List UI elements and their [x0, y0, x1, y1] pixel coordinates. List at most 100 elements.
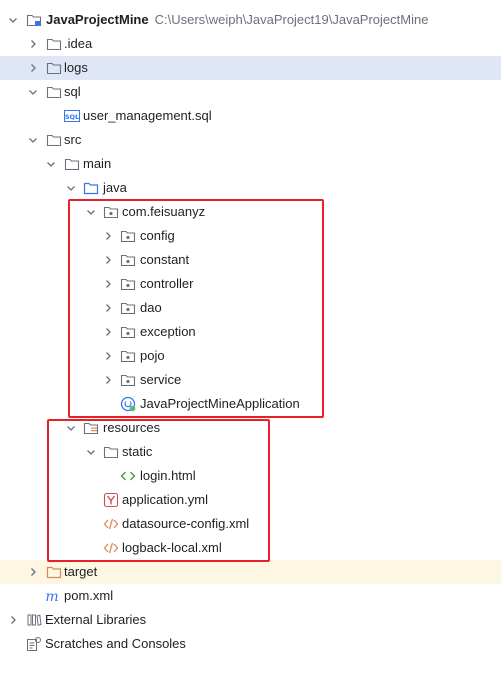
- tree-row-external-libraries[interactable]: External Libraries: [0, 608, 501, 632]
- tree-row-src[interactable]: src: [0, 128, 501, 152]
- tree-row-subpackage[interactable]: service: [0, 368, 501, 392]
- package-icon: [120, 324, 136, 340]
- tree-row-app-class[interactable]: JavaProjectMineApplication: [0, 392, 501, 416]
- tree-label-sql: sql: [64, 84, 81, 99]
- folder-icon: [64, 156, 80, 172]
- tree-label-package: com.feisuanyz: [122, 204, 206, 219]
- tree-row-subpackage[interactable]: dao: [0, 296, 501, 320]
- tree-label-login-html: login.html: [140, 468, 196, 483]
- package-icon: [103, 204, 119, 220]
- package-icon: [120, 372, 136, 388]
- source-folder-icon: [83, 180, 99, 196]
- tree-label-subpackage: controller: [140, 276, 194, 291]
- tree-label-idea: .idea: [64, 36, 93, 51]
- folder-icon: [103, 444, 119, 460]
- chevron-down-icon[interactable]: [64, 176, 78, 200]
- spring-boot-class-icon: [120, 396, 136, 412]
- tree-row-datasource-config[interactable]: datasource-config.xml: [0, 512, 501, 536]
- tree-row-subpackage[interactable]: controller: [0, 272, 501, 296]
- tree-label-subpackage: constant: [140, 252, 190, 267]
- tree-row-static[interactable]: static: [0, 440, 501, 464]
- tree-row-target[interactable]: target: [0, 560, 501, 584]
- yaml-file-icon: [103, 492, 119, 508]
- chevron-down-icon[interactable]: [26, 80, 40, 104]
- chevron-down-icon[interactable]: [26, 128, 40, 152]
- folder-icon: [46, 84, 62, 100]
- tree-row-login-html[interactable]: login.html: [0, 464, 501, 488]
- tree-label-subpackage: config: [140, 228, 175, 243]
- tree-row-sql-file[interactable]: SQL user_management.sql: [0, 104, 501, 128]
- tree-row-pom[interactable]: m pom.xml: [0, 584, 501, 608]
- tree-label-logs: logs: [64, 60, 88, 75]
- tree-label-subpackage: service: [140, 372, 182, 387]
- tree-row-subpackage[interactable]: constant: [0, 248, 501, 272]
- chevron-down-icon[interactable]: [84, 440, 98, 464]
- resources-folder-icon: [83, 420, 99, 436]
- tree-row-sql[interactable]: sql: [0, 80, 501, 104]
- chevron-right-icon[interactable]: [101, 272, 115, 296]
- tree-row-application-yml[interactable]: application.yml: [0, 488, 501, 512]
- tree-label-src: src: [64, 132, 82, 147]
- tree-row-logback-local[interactable]: logback-local.xml: [0, 536, 501, 560]
- tree-label-app-class: JavaProjectMineApplication: [140, 396, 300, 411]
- tree-label-subpackage: exception: [140, 324, 196, 339]
- chevron-right-icon[interactable]: [26, 560, 40, 584]
- tree-row-scratches[interactable]: Scratches and Consoles: [0, 632, 501, 656]
- package-icon: [120, 300, 136, 316]
- svg-text:SQL: SQL: [65, 113, 79, 121]
- root-project-path: C:\Users\weiph\JavaProject19\JavaProject…: [154, 12, 429, 27]
- folder-icon: [46, 60, 62, 76]
- chevron-right-icon[interactable]: [26, 32, 40, 56]
- chevron-down-icon[interactable]: [64, 416, 78, 440]
- sql-file-icon: SQL: [64, 108, 80, 124]
- folder-icon: [46, 36, 62, 52]
- excluded-folder-icon: [46, 564, 62, 580]
- maven-file-icon: m: [44, 588, 60, 604]
- chevron-right-icon[interactable]: [101, 296, 115, 320]
- library-icon: [26, 612, 42, 628]
- chevron-right-icon[interactable]: [101, 344, 115, 368]
- scratches-icon: [26, 636, 42, 652]
- tree-row-subpackage[interactable]: exception: [0, 320, 501, 344]
- tree-row-resources[interactable]: resources: [0, 416, 501, 440]
- xml-file-icon: [103, 540, 119, 556]
- folder-icon: [46, 132, 62, 148]
- chevron-right-icon[interactable]: [101, 368, 115, 392]
- xml-file-icon: [103, 516, 119, 532]
- tree-row-subpackage[interactable]: pojo: [0, 344, 501, 368]
- tree-label-datasource-config: datasource-config.xml: [122, 516, 250, 531]
- chevron-right-icon[interactable]: [101, 320, 115, 344]
- tree-row-main[interactable]: main: [0, 152, 501, 176]
- tree-label-java: java: [103, 180, 127, 195]
- chevron-down-icon[interactable]: [84, 200, 98, 224]
- package-icon: [120, 276, 136, 292]
- package-icon: [120, 348, 136, 364]
- chevron-right-icon[interactable]: [101, 224, 115, 248]
- tree-label-sql-file: user_management.sql: [83, 108, 212, 123]
- tree-row-package[interactable]: com.feisuanyz: [0, 200, 501, 224]
- tree-row-logs[interactable]: logs: [0, 56, 501, 80]
- tree-row-subpackage[interactable]: config: [0, 224, 501, 248]
- tree-label-target: target: [64, 564, 98, 579]
- package-icon: [120, 252, 136, 268]
- svg-text:m: m: [45, 589, 58, 604]
- chevron-right-icon[interactable]: [101, 248, 115, 272]
- chevron-down-icon[interactable]: [44, 152, 58, 176]
- tree-label-application-yml: application.yml: [122, 492, 208, 507]
- chevron-down-icon[interactable]: [6, 8, 20, 32]
- tree-label-main: main: [83, 156, 112, 171]
- package-icon: [120, 228, 136, 244]
- tree-row-idea[interactable]: .idea: [0, 32, 501, 56]
- tree-label-logback-local: logback-local.xml: [122, 540, 222, 555]
- tree-row-java[interactable]: java: [0, 176, 501, 200]
- tree-label-resources: resources: [103, 420, 161, 435]
- tree-label-pom: pom.xml: [64, 588, 114, 603]
- chevron-right-icon[interactable]: [6, 608, 20, 632]
- tree-label-scratches: Scratches and Consoles: [45, 636, 186, 651]
- chevron-right-icon[interactable]: [26, 56, 40, 80]
- module-folder-icon: [26, 12, 42, 28]
- tree-label-external-libraries: External Libraries: [45, 612, 147, 627]
- tree-label-subpackage: pojo: [140, 348, 165, 363]
